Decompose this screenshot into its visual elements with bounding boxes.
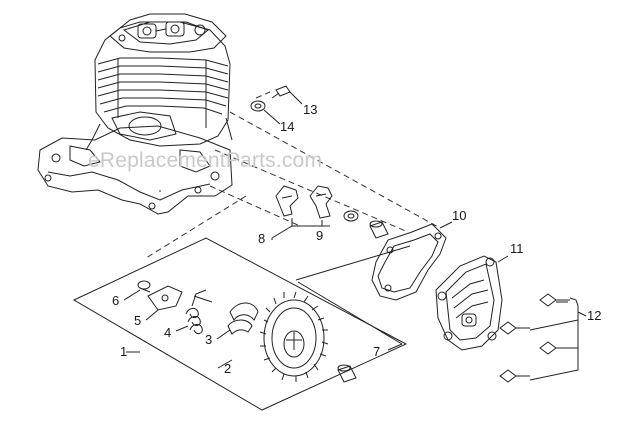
callout-label-8: 8 (258, 231, 266, 246)
part-12-screw-b (500, 322, 530, 334)
callout-label-10: 10 (452, 208, 467, 223)
part-2-governor-gear (260, 292, 328, 382)
part-3-governor-weight (228, 303, 258, 334)
assembly-leader-lines (145, 91, 441, 259)
callout-leaders (123, 238, 273, 369)
callout-label-11: 11 (510, 241, 524, 256)
part-13-bolt (272, 86, 302, 104)
callout-label-13: 13 (303, 102, 318, 117)
part-10-gasket (372, 222, 452, 300)
part-9-washer (344, 211, 358, 221)
part-14-washer (251, 101, 280, 124)
callout-label-5: 5 (134, 313, 142, 328)
part-6-screw (138, 281, 150, 292)
callout-label-14: 14 (280, 119, 295, 134)
part-4-spring (186, 290, 212, 334)
part-7-dowel-pin-upper (370, 221, 388, 238)
part-7-dowel-pin-lower (338, 365, 356, 382)
callout-label-12: 12 (587, 308, 602, 323)
callout-label-3: 3 (205, 332, 213, 347)
engine-cylinder-block (38, 14, 232, 214)
bracket-8-9 (271, 218, 330, 239)
callout-label-6: 6 (112, 293, 120, 308)
callout-label-2: 2 (224, 361, 232, 376)
bracket-12 (529, 297, 587, 381)
part-12-screw-a (540, 294, 570, 306)
callout-label-4: 4 (164, 325, 172, 340)
callout-label-1: 1 (120, 344, 128, 359)
part-5-plate (148, 286, 182, 310)
watermark-text: eReplacementParts.com (88, 149, 323, 172)
group-1-bracket (72, 237, 411, 411)
part-8-governor-lever (276, 186, 298, 216)
callout-label-9: 9 (316, 228, 324, 243)
part-9-governor-lever (310, 186, 332, 218)
part-12-screw-c (540, 342, 570, 354)
part-11-crankcase-cover (436, 256, 508, 350)
callout-label-7: 7 (373, 344, 381, 359)
part-12-screw-d (500, 370, 530, 382)
